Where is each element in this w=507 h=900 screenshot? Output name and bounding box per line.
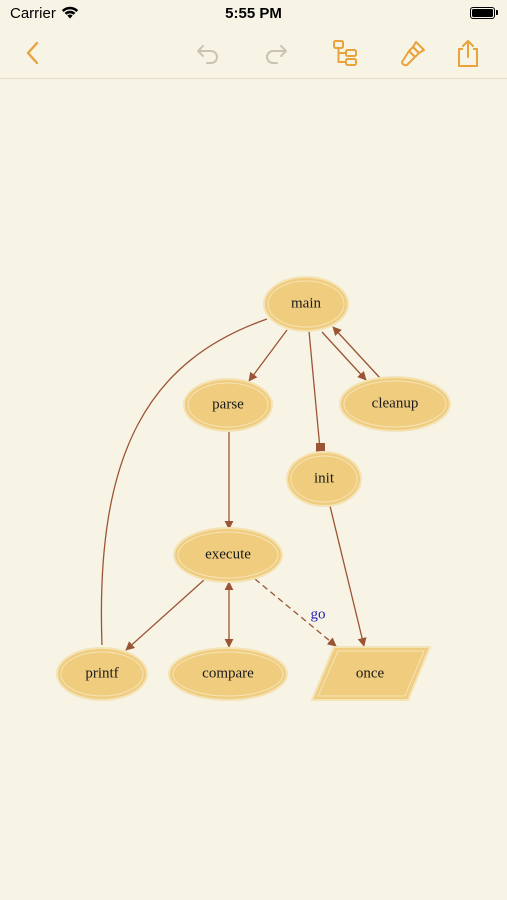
node-init-label: init	[314, 470, 335, 486]
edge-main-printf	[100, 318, 268, 646]
node-printf[interactable]: printf	[56, 647, 148, 701]
edge-main-parse	[248, 329, 288, 382]
edge-label-go: go	[311, 606, 326, 622]
node-once-label: once	[356, 665, 385, 681]
node-compare[interactable]: compare	[168, 647, 288, 701]
status-bar: Carrier 5:55 PM	[0, 0, 507, 28]
node-compare-label: compare	[202, 665, 254, 681]
share-icon	[458, 40, 478, 67]
redo-button[interactable]	[259, 36, 293, 70]
wifi-icon	[61, 6, 79, 19]
edge-main-init	[308, 330, 321, 450]
edge-main-cleanup	[321, 331, 367, 381]
hierarchy-icon	[333, 40, 357, 66]
undo-button[interactable]	[191, 36, 225, 70]
edge-execute-printf	[125, 579, 205, 651]
node-parse[interactable]: parse	[183, 378, 273, 432]
carrier-name: Carrier	[10, 5, 56, 22]
graph-canvas[interactable]: go main parse cleanup init execute print…	[0, 79, 507, 900]
node-printf-label: printf	[85, 665, 118, 681]
share-button[interactable]	[451, 36, 485, 70]
paintbrush-icon	[401, 41, 425, 67]
edge-cleanup-main	[332, 326, 381, 379]
node-execute-label: execute	[205, 546, 251, 562]
node-execute[interactable]: execute	[173, 527, 283, 583]
node-cleanup-label: cleanup	[372, 395, 419, 411]
back-button[interactable]	[16, 36, 50, 70]
toolbar	[0, 28, 507, 79]
undo-icon	[197, 45, 218, 64]
chevron-left-icon	[26, 41, 39, 65]
battery-icon	[470, 7, 495, 19]
node-once[interactable]: once	[310, 646, 432, 701]
edge-init-once	[329, 505, 367, 647]
node-init[interactable]: init	[286, 451, 362, 507]
battery-tip	[496, 10, 498, 15]
node-parse-label: parse	[212, 396, 244, 412]
hierarchy-button[interactable]	[328, 36, 362, 70]
edge-main-init-box-head	[316, 443, 325, 453]
node-main-label: main	[291, 295, 321, 311]
node-cleanup[interactable]: cleanup	[339, 376, 451, 432]
clock: 5:55 PM	[225, 5, 282, 22]
edge-execute-once	[254, 578, 337, 647]
style-button[interactable]	[396, 36, 430, 70]
node-main[interactable]: main	[263, 276, 349, 332]
redo-icon	[266, 45, 287, 64]
